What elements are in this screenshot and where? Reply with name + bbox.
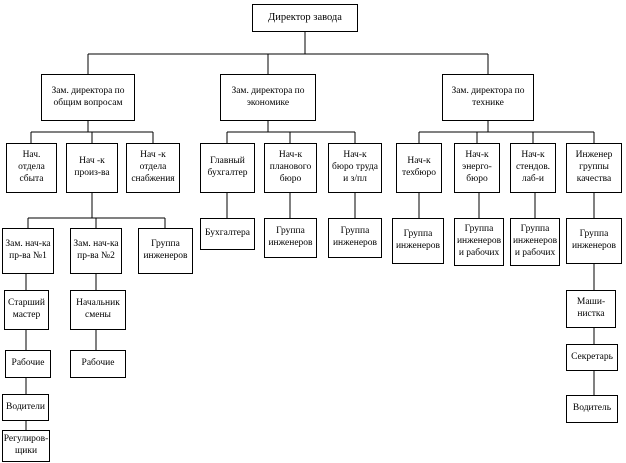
node-typist: Маши- нистка [566,290,616,328]
node-zam-tech: Зам. директора по технике [442,74,534,121]
node-energy-head: Нач-к энерго- бюро [454,143,500,193]
node-zam-economy: Зам. директора по экономике [220,74,316,121]
node-prod-deputy-2: Зам. нач-ка пр-ва №2 [70,228,122,274]
node-driver: Водитель [566,395,618,423]
node-supply-head: Нач -к отдела снабжения [126,143,180,193]
node-testlab-head: Нач-к стендов. лаб-и [510,143,556,193]
node-director: Директор завода [252,4,358,32]
node-prod-head: Нач -к произ-ва [66,143,118,193]
node-planning-head: Нач-к планового бюро [264,143,317,193]
node-senior-master: Старший мастер [4,290,49,330]
node-sales-head: Нач. отдела сбыта [6,143,57,193]
node-engineers-workers-lab: Группа инженеров и рабочих [510,218,560,266]
node-engineers-workers-energy: Группа инженеров и рабочих [454,218,504,266]
node-techbureau-head: Нач-к техбюро [396,143,442,193]
node-engineers-quality: Группа инженеров [566,218,622,264]
node-labor-head: Нач-к бюро труда и з/пл [328,143,382,193]
node-workers-2: Рабочие [70,350,126,378]
node-shift-head: Начальник смены [70,290,126,330]
node-quality-engineer: Инженер группы качества [566,143,622,193]
node-chief-accountant: Главный бухгалтер [200,143,255,193]
node-drivers: Водители [2,394,49,421]
node-workers-1: Рабочие [5,350,51,378]
node-prod-deputy-1: Зам. нач-ка пр-ва №1 [2,228,54,274]
node-engineers-techbureau: Группа инженеров [392,218,444,264]
node-engineers-planning: Группа инженеров [264,218,317,258]
node-engineers-prod: Группа инженеров [138,228,193,274]
node-engineers-labor: Группа инженеров [328,218,382,258]
node-accounting: Бухгалтера [200,218,255,250]
node-secretary: Секретарь [566,344,618,371]
node-adjusters: Регулиров- щики [2,430,50,462]
node-zam-general: Зам. директора по общим вопросам [41,74,135,121]
